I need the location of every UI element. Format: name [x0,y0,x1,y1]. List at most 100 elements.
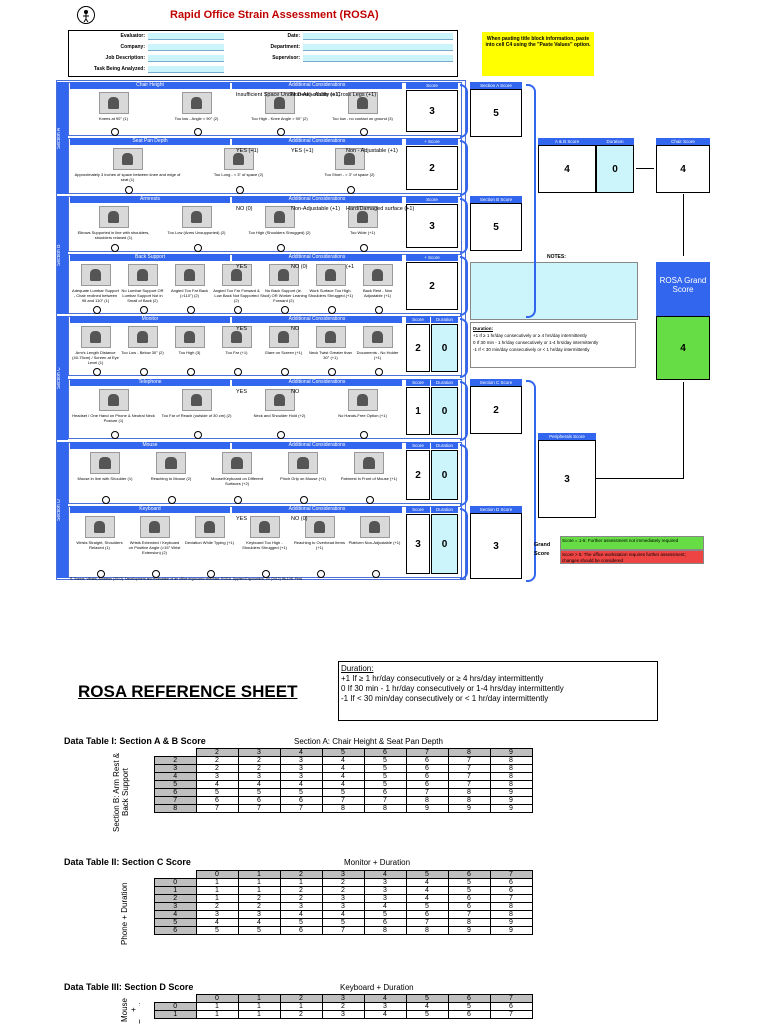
posture-photo[interactable] [194,516,225,538]
option-radio[interactable] [139,368,148,376]
option-radio[interactable] [234,496,242,504]
posture-photo[interactable] [174,326,205,348]
posture-photo[interactable] [156,452,186,474]
option-radio[interactable] [92,368,101,376]
consideration-option[interactable]: YES [236,326,248,332]
posture-photo[interactable] [90,452,120,474]
posture-photo[interactable] [268,326,299,348]
consideration-option[interactable]: NO [291,389,300,395]
option-radio[interactable] [280,306,289,314]
option-radio[interactable] [193,244,202,252]
option-radio[interactable] [233,368,242,376]
option-radio[interactable] [316,570,325,578]
row-duration[interactable]: 0 [431,450,458,500]
posture-photo[interactable] [362,326,393,348]
posture-photo[interactable] [222,452,252,474]
option-radio[interactable] [327,368,336,376]
option-radio[interactable] [276,431,285,439]
notes-field[interactable] [470,262,638,320]
consideration-option[interactable]: NO (0) [291,264,308,270]
option-radio[interactable] [359,431,368,439]
posture-photo[interactable] [264,206,295,228]
option-radio[interactable] [139,306,148,314]
consideration-option[interactable]: Non-Adjustable (+1) [291,92,341,98]
job-description-field[interactable] [148,55,224,62]
posture-photo[interactable] [288,452,318,474]
company-field[interactable] [148,44,224,51]
supervisor-field[interactable] [303,55,453,62]
department-field[interactable] [303,44,453,51]
option-radio[interactable] [374,368,383,376]
option-radio[interactable] [110,431,119,439]
consideration-option[interactable]: Insufficient Space Under Desk - Ability … [236,92,377,98]
consideration-option[interactable]: YES [236,264,248,270]
option-radio[interactable] [276,244,285,252]
option-radio[interactable] [186,368,195,376]
posture-photo[interactable] [334,148,365,170]
consideration-option[interactable]: YES [236,516,248,522]
posture-photo[interactable] [181,206,212,228]
option-radio[interactable] [276,128,285,136]
posture-photo[interactable] [347,92,378,114]
option-radio[interactable] [96,570,105,578]
posture-photo[interactable] [223,148,254,170]
posture-photo[interactable] [98,389,129,411]
consideration-option[interactable]: YES (+1) [291,148,314,154]
date-field[interactable] [303,33,453,40]
option-radio[interactable] [102,496,110,504]
option-radio[interactable] [366,496,374,504]
posture-photo[interactable] [315,326,346,348]
posture-photo[interactable] [268,264,299,286]
task-field[interactable] [148,66,224,73]
posture-photo[interactable] [221,326,252,348]
posture-photo[interactable] [112,148,143,170]
posture-photo[interactable] [249,516,280,538]
posture-photo[interactable] [264,389,295,411]
consideration-option[interactable]: (+1 [346,264,355,270]
posture-photo[interactable] [221,264,252,286]
consideration-option[interactable]: YES (+1) [236,148,259,154]
option-radio[interactable] [186,306,195,314]
option-radio[interactable] [193,128,202,136]
option-radio[interactable] [193,431,202,439]
option-radio[interactable] [327,306,336,314]
consideration-option[interactable]: NO [291,326,300,332]
option-radio[interactable] [359,128,368,136]
consideration-option[interactable]: Non - Adjustable (+1) [346,148,398,154]
posture-photo[interactable] [181,92,212,114]
posture-photo[interactable] [304,516,335,538]
option-radio[interactable] [206,570,215,578]
posture-photo[interactable] [181,389,212,411]
posture-photo[interactable] [315,264,346,286]
consideration-option[interactable]: NO (0) [291,516,308,522]
posture-photo[interactable] [98,92,129,114]
row-duration[interactable]: 0 [431,514,458,574]
option-radio[interactable] [151,570,160,578]
posture-photo[interactable] [98,206,129,228]
option-radio[interactable] [280,368,289,376]
option-radio[interactable] [374,306,383,314]
option-radio[interactable] [168,496,176,504]
posture-photo[interactable] [347,389,378,411]
option-radio[interactable] [233,306,242,314]
consideration-option[interactable]: Hard/Damaged surface (+1) [346,206,415,212]
posture-photo[interactable] [347,206,378,228]
option-radio[interactable] [92,306,101,314]
option-radio[interactable] [110,244,119,252]
option-radio[interactable] [346,186,355,194]
consideration-option[interactable]: Non-Adjustable (+1) [291,206,341,212]
posture-photo[interactable] [127,326,158,348]
row-duration[interactable]: 0 [431,387,458,435]
option-radio[interactable] [124,186,133,194]
posture-photo[interactable] [359,516,390,538]
option-radio[interactable] [261,570,270,578]
posture-photo[interactable] [80,326,111,348]
row-duration[interactable]: 0 [431,324,458,372]
option-radio[interactable] [371,570,380,578]
option-radio[interactable] [359,244,368,252]
consideration-option[interactable]: NO (0) [236,206,253,212]
posture-photo[interactable] [139,516,170,538]
posture-photo[interactable] [264,92,295,114]
option-radio[interactable] [110,128,119,136]
posture-photo[interactable] [362,264,393,286]
